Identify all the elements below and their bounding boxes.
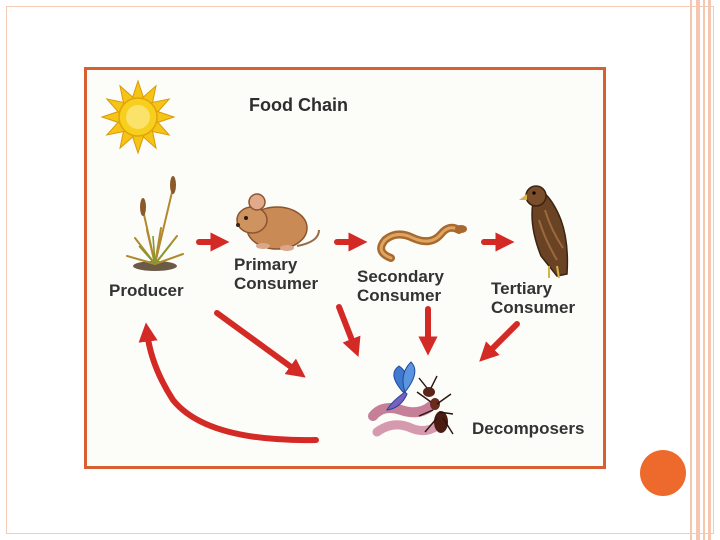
- diagram-title: Food Chain: [249, 95, 348, 115]
- side-rail: [708, 0, 711, 540]
- primary-consumer-label: Primary Consumer: [234, 255, 319, 293]
- food-chain-diagram: Food Chain Producer Primary Consumer Sec…: [84, 67, 606, 469]
- worm-icon: [368, 401, 442, 437]
- side-rail: [703, 0, 705, 540]
- snake-icon: [377, 223, 467, 262]
- ant-icon: [416, 375, 454, 435]
- producer-label: Producer: [109, 281, 184, 300]
- secondary-consumer-label: Secondary Consumer: [357, 267, 444, 305]
- diagram-artwork: [100, 79, 569, 444]
- slide-accent-circle: [640, 450, 686, 496]
- sun-icon: [100, 79, 176, 155]
- grass-plant-icon: [126, 176, 184, 271]
- side-rail: [696, 0, 700, 540]
- arrow-tertiary-to-decomposers: [479, 321, 520, 362]
- tertiary-consumer-label: Tertiary Consumer: [491, 279, 576, 317]
- side-rail: [690, 0, 692, 540]
- slide-border: [6, 6, 714, 534]
- butterfly-icon: [386, 361, 416, 411]
- slide-side-decoration: [686, 0, 720, 540]
- arrow-secondary-to-decomposers: [336, 304, 361, 357]
- decomposers-label: Decomposers: [472, 419, 585, 438]
- arrow-decomposers-to-producer: [138, 322, 319, 444]
- arrow-group: [138, 232, 520, 444]
- arrow-primary-to-decomposers: [214, 310, 306, 378]
- mouse-icon: [236, 193, 320, 251]
- hawk-icon: [519, 185, 569, 279]
